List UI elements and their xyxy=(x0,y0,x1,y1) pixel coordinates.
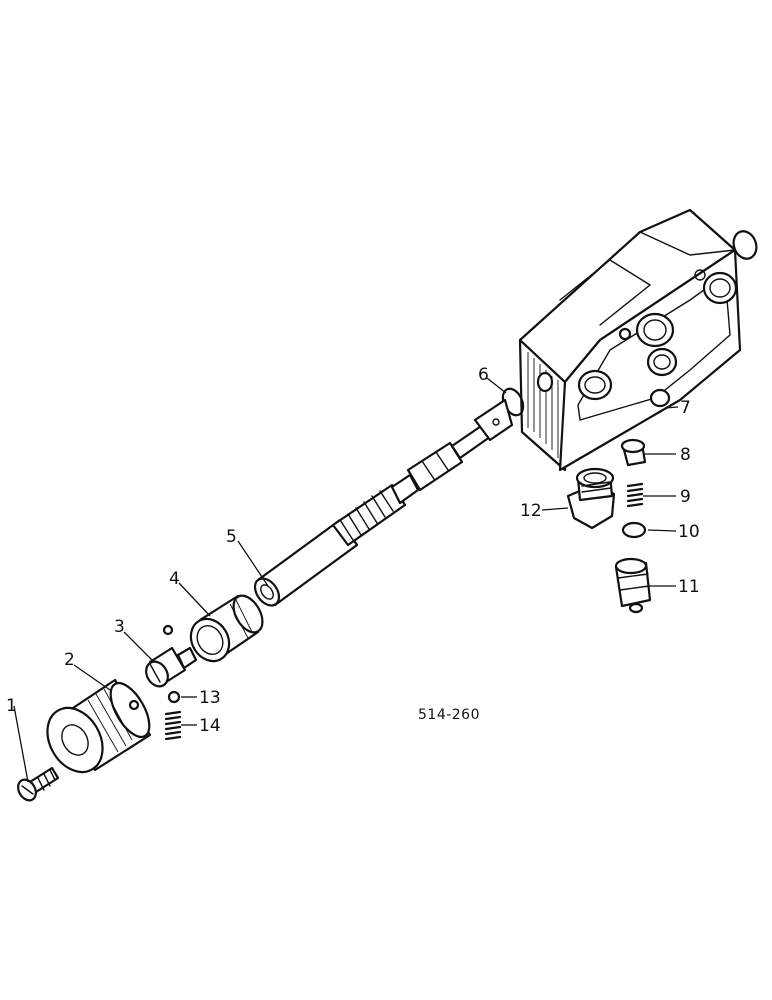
drawing-code: 514-260 xyxy=(418,707,480,723)
part-2-end-cap xyxy=(46,678,152,774)
part-8-plug xyxy=(620,438,647,467)
callout-14: 14 xyxy=(199,716,221,736)
leader-lines xyxy=(13,377,679,783)
o-ring-top xyxy=(732,230,758,260)
part-12-hex-plug xyxy=(566,467,616,530)
part-10-o-ring xyxy=(621,521,647,539)
part-9-spring xyxy=(626,482,644,508)
callout-11: 11 xyxy=(678,577,700,597)
part-11-valve-insert xyxy=(614,557,652,614)
callout-12: 12 xyxy=(520,501,542,521)
part-14-spring xyxy=(164,710,182,741)
ball-detail xyxy=(162,624,174,636)
callout-2: 2 xyxy=(64,650,75,670)
part-1-screw xyxy=(17,766,60,802)
callout-1: 1 xyxy=(6,696,17,716)
callout-13: 13 xyxy=(199,688,221,708)
callout-4: 4 xyxy=(169,569,180,589)
part-5-spool xyxy=(253,398,514,607)
part-3-plunger xyxy=(145,646,198,688)
callout-5: 5 xyxy=(226,527,237,547)
callout-7: 7 xyxy=(680,398,691,418)
callout-8: 8 xyxy=(680,445,691,465)
callout-6: 6 xyxy=(478,365,489,385)
callout-9: 9 xyxy=(680,487,691,507)
callout-3: 3 xyxy=(114,617,125,637)
callout-10: 10 xyxy=(678,522,700,542)
valve-body xyxy=(518,208,742,472)
callout-labels: 1 2 3 4 5 6 7 8 9 10 11 12 13 14 xyxy=(6,365,700,736)
part-4-sleeve xyxy=(189,594,264,663)
part-13-ball xyxy=(167,690,181,704)
